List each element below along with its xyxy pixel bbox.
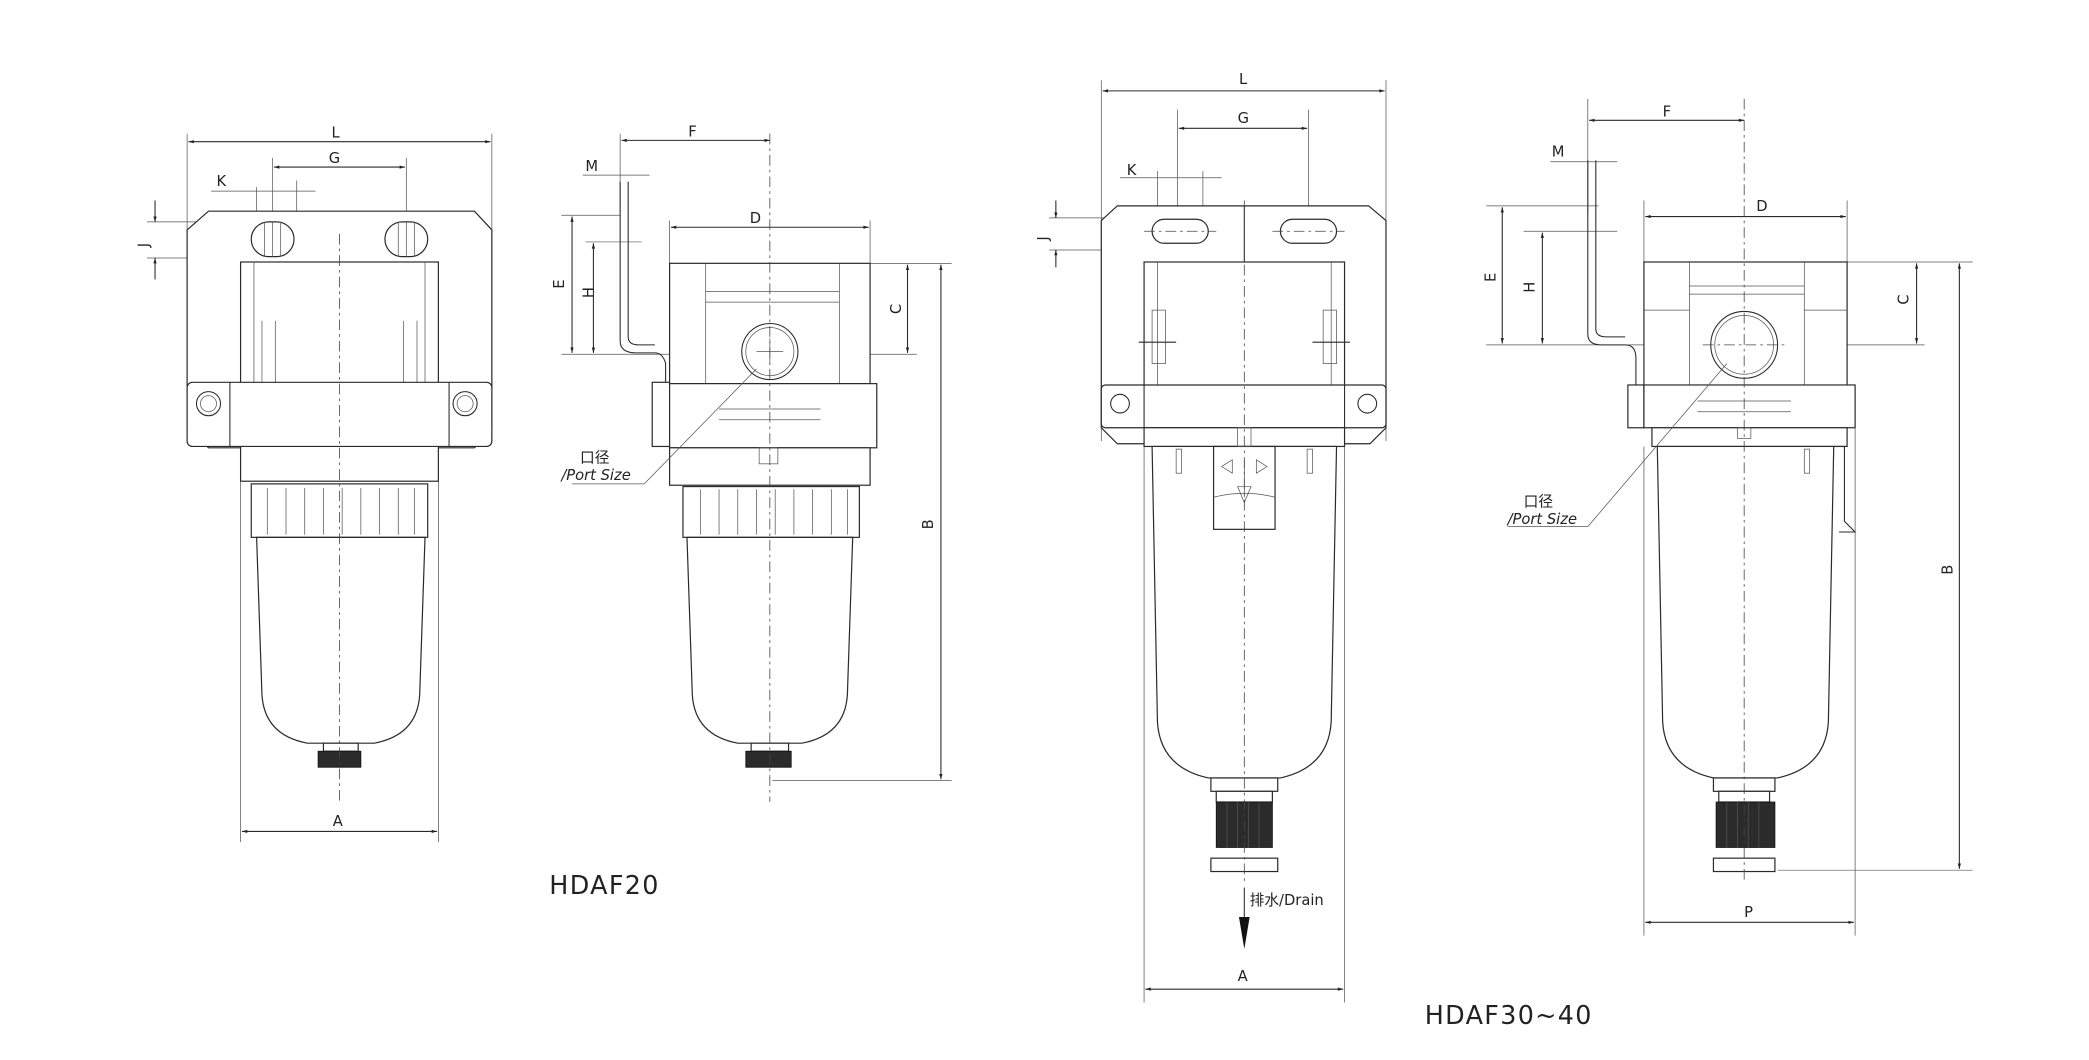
dim-C-label: C bbox=[1896, 295, 1913, 305]
dim-A: A bbox=[240, 481, 439, 843]
dim-F-label: F bbox=[688, 123, 696, 140]
dim-G-label: G bbox=[329, 150, 340, 167]
dim-D-label: D bbox=[1756, 198, 1767, 215]
dim-F: F bbox=[619, 123, 770, 214]
dim-D: D bbox=[1643, 198, 1848, 268]
hdaf20-front-view: L G K J bbox=[135, 125, 493, 843]
dim-H-label: H bbox=[1521, 282, 1538, 293]
dim-E: E bbox=[1483, 205, 1599, 344]
dim-B: B bbox=[772, 264, 952, 781]
dim-M: M bbox=[582, 158, 650, 176]
dim-A: A bbox=[1143, 446, 1345, 1003]
dim-L-label: L bbox=[1239, 71, 1248, 88]
dim-M-label: M bbox=[1552, 143, 1565, 160]
dim-D: D bbox=[669, 210, 871, 268]
hdaf20-side-view: F M D E H C B bbox=[551, 123, 952, 803]
port-size-note: 口径 /Port Size bbox=[1506, 363, 1728, 528]
port-size-zh: 口径 bbox=[580, 449, 610, 466]
model-label-hdaf30-40: HDAF30~40 bbox=[1425, 1000, 1593, 1030]
dim-F-label: F bbox=[1663, 103, 1671, 120]
dim-A-label: A bbox=[1238, 968, 1248, 985]
dim-B-label: B bbox=[1940, 565, 1957, 575]
dim-P: P bbox=[1643, 427, 1856, 936]
dim-E-label: E bbox=[1483, 273, 1500, 282]
dim-C: C bbox=[870, 262, 952, 353]
dim-J-label: J bbox=[1035, 236, 1052, 241]
drain-label: 排水/Drain bbox=[1250, 892, 1324, 909]
hdaf30-side-view: F M D E H C B bbox=[1483, 98, 1973, 936]
dim-J-label: J bbox=[135, 243, 152, 248]
port-size-note: 口径 /Port Size bbox=[559, 368, 757, 485]
dim-C-label: C bbox=[888, 304, 905, 314]
hdaf30-front-view: L G K J bbox=[1035, 71, 1387, 1003]
dim-C: C bbox=[1847, 261, 1973, 344]
dim-H: H bbox=[580, 241, 642, 353]
dim-H: H bbox=[1521, 230, 1618, 344]
dim-D-label: D bbox=[750, 210, 761, 227]
port-size-en: /Port Size bbox=[559, 467, 630, 484]
dim-E: E bbox=[551, 214, 621, 353]
dim-A-label: A bbox=[333, 813, 343, 830]
dim-H-label: H bbox=[580, 287, 597, 298]
dim-G-label: G bbox=[1238, 110, 1249, 127]
port-size-en: /Port Size bbox=[1506, 511, 1577, 528]
dim-M-label: M bbox=[585, 158, 598, 175]
dim-K-label: K bbox=[217, 173, 227, 190]
dim-K-label: K bbox=[1127, 162, 1137, 179]
dim-E-label: E bbox=[551, 279, 568, 288]
drain-note: 排水/Drain bbox=[1238, 887, 1324, 950]
port-size-zh: 口径 bbox=[1524, 494, 1554, 511]
dim-M: M bbox=[1550, 143, 1618, 163]
dim-F: F bbox=[1587, 98, 1745, 214]
dim-L-label: L bbox=[331, 125, 340, 142]
dim-B-label: B bbox=[920, 519, 937, 529]
dim-P-label: P bbox=[1744, 904, 1753, 921]
model-label-hdaf20: HDAF20 bbox=[549, 870, 659, 900]
dim-B: B bbox=[1777, 263, 1973, 871]
